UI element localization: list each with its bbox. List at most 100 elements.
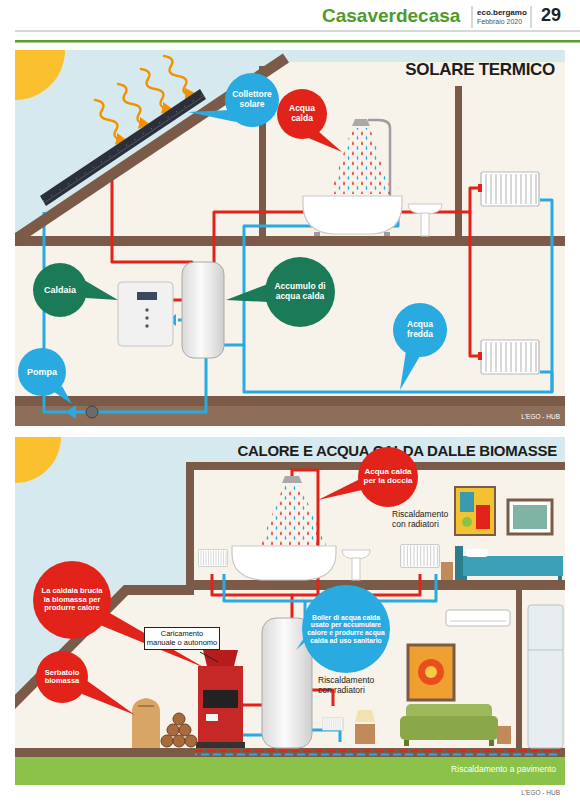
- callout-text: Acqua calda per la doccia: [361, 468, 415, 486]
- sink: [352, 558, 360, 580]
- wall-boiler: [118, 282, 173, 346]
- publication-name: eco.bergamo: [477, 8, 531, 17]
- sink: [421, 213, 429, 236]
- sofa: [400, 704, 498, 746]
- wood-logs: [161, 713, 197, 747]
- house-structure: [516, 590, 522, 750]
- room-label: Riscaldamento con radiatori: [318, 676, 390, 696]
- callout-text: Acqua fredda: [397, 320, 443, 339]
- sofa: [404, 740, 409, 746]
- bathtub: [314, 232, 320, 236]
- floor-heating-band: [15, 757, 565, 785]
- sun: [15, 437, 61, 483]
- biomass-sack: [132, 698, 160, 748]
- callout-text: Caricamento manuale o autonomo: [146, 630, 218, 647]
- cold-pipes: [540, 200, 552, 392]
- biomass-boiler: [203, 690, 238, 708]
- radiator: [199, 550, 228, 567]
- hot-pipes: [112, 172, 482, 356]
- callout-text: Boiler di acqua calda usato per accumula…: [306, 614, 386, 644]
- wood-logs: [173, 735, 185, 747]
- callout-tail: [82, 680, 135, 715]
- pump-symbol: [86, 406, 98, 418]
- house-interior: [15, 62, 565, 406]
- biomass-sack: [132, 698, 160, 748]
- solar-thermal-scene: [15, 50, 565, 426]
- wood-logs: [173, 713, 185, 725]
- house-structure: [15, 406, 565, 426]
- credit-label: L'EGO - HUB: [490, 413, 560, 420]
- wall-painting: [418, 659, 444, 685]
- sink: [408, 204, 442, 236]
- air-conditioner: [450, 621, 506, 622]
- sun: [15, 50, 65, 100]
- shower: [352, 119, 370, 126]
- callout-bubble: Acqua calda per la doccia: [358, 447, 418, 507]
- side-table-lamp: [355, 724, 375, 744]
- bed: [463, 576, 467, 580]
- bed: [441, 562, 453, 580]
- hot-pipes: [112, 172, 192, 266]
- bed: [441, 546, 563, 580]
- air-conditioner: [446, 610, 510, 626]
- solar-thermal-scene: [15, 50, 565, 426]
- room-label: Riscaldamento con radiatori: [392, 510, 464, 530]
- bed: [558, 576, 562, 580]
- panel-heading: SOLARE TERMICO: [405, 60, 555, 80]
- bathtub: [232, 546, 336, 580]
- sun-rays: [141, 69, 168, 109]
- callout-text: Serbatoio biomassa: [38, 669, 86, 686]
- wall-painting: [460, 492, 474, 512]
- masthead-logo: Casaverdecasa: [322, 5, 472, 27]
- radiator: [401, 545, 440, 568]
- floor-label: Riscaldamento a pavimento: [400, 765, 556, 775]
- callout-bubble: Accumulo di acqua calda: [265, 257, 335, 327]
- solar-collector: [40, 89, 206, 206]
- house-structure: [15, 462, 565, 757]
- radiator: [322, 718, 343, 730]
- callout-text: Caldaia: [36, 285, 84, 295]
- floor-heating-pipes: [195, 750, 560, 752]
- callout-bubble: Acqua fredda: [393, 303, 447, 357]
- bathtub: [232, 546, 336, 580]
- air-conditioner: [446, 610, 510, 626]
- storage-tank: [182, 262, 224, 358]
- callout-tail: [54, 110, 420, 404]
- solar-collector: [43, 94, 203, 201]
- fridge: [528, 650, 563, 651]
- biomass-boiler: [203, 650, 238, 666]
- hot-pipes: [173, 299, 182, 302]
- wall-painting: [408, 645, 454, 700]
- hot-pipes: [470, 212, 482, 356]
- callout-bubble: La caldaia brucia la biomassa per produr…: [33, 561, 111, 639]
- wall-boiler: [118, 282, 173, 346]
- house-interior: [190, 468, 565, 752]
- shower: [330, 128, 392, 194]
- callout-text: Acqua calda: [280, 104, 324, 123]
- wall-painting: [455, 487, 495, 535]
- side-table-lamp: [355, 710, 375, 722]
- radiator-valve: [478, 184, 482, 192]
- sofa: [489, 740, 494, 746]
- biomass-scene: [15, 437, 565, 757]
- solar-collector: [44, 96, 204, 203]
- wood-logs: [167, 724, 179, 736]
- shower: [260, 485, 326, 545]
- cold-pipes: [243, 734, 262, 737]
- side-table-lamp: [497, 726, 511, 744]
- callout-bubble: Caldaia: [33, 263, 87, 317]
- scene-panel: CALORE E ACQUA CALDA DALLE BIOMASSEAcqua…: [15, 437, 565, 800]
- callout-tail: [200, 652, 218, 662]
- wall-painting: [408, 645, 454, 700]
- page-header: [15, 40, 580, 43]
- scene-panel: SOLARE TERMICO Collettore solareAcqua cal…: [15, 50, 565, 426]
- callout-text: La caldaia brucia la biomassa per produr…: [39, 587, 105, 612]
- biomass-scene: [15, 785, 565, 800]
- wall-painting: [462, 517, 472, 527]
- wall-boiler: [137, 292, 157, 300]
- house-structure: [186, 462, 194, 592]
- callout-bubble: Acqua calda: [277, 89, 327, 139]
- callout-bubble: Collettore solare: [225, 73, 279, 127]
- house-structure: [15, 66, 565, 426]
